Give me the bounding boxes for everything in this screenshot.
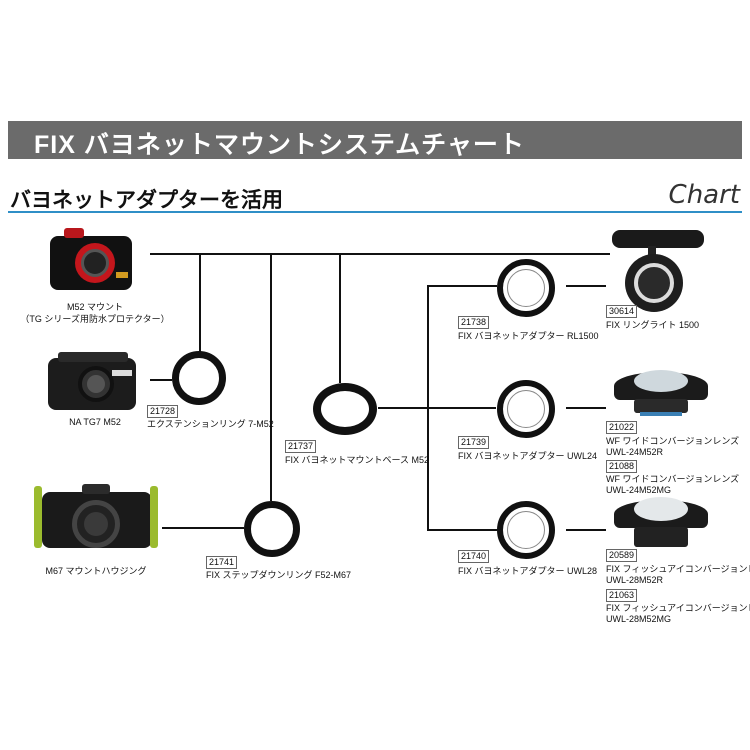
code-tag: 21728 <box>147 405 179 418</box>
product-name: FIX フィッシュアイコンバージョンレンズ <box>606 603 750 613</box>
banner-title: FIX バヨネットマウントシステムチャート <box>34 131 525 159</box>
code-tag: 21063 <box>606 589 638 602</box>
connector-line <box>378 407 496 409</box>
product-name: WF ワイドコンバージョンレンズ <box>606 436 740 446</box>
product-name: WF ワイドコンバージョンレンズ <box>606 474 740 484</box>
connector-line <box>566 285 606 287</box>
product-model: UWL-24M52R <box>606 447 664 457</box>
connector-line <box>427 529 497 531</box>
connector-line <box>566 529 606 531</box>
code-tag: 20589 <box>606 549 638 562</box>
product-model: UWL-28M52MG <box>606 614 672 624</box>
chart-word: Chart <box>668 180 740 210</box>
source-subtitle: （TG シリーズ用防水プロテクター） <box>20 314 170 324</box>
code-tag: 21022 <box>606 421 638 434</box>
code-tag: 21088 <box>606 460 638 473</box>
section-title: バヨネットアダプターを活用 <box>10 189 283 212</box>
code-tag: 21737 <box>285 440 317 453</box>
connector-line <box>339 253 341 383</box>
connector-line <box>162 527 244 529</box>
connector-line <box>427 285 497 287</box>
connector-line <box>270 253 272 501</box>
connector-line <box>199 253 201 353</box>
adapter-name: FIX バヨネットマウントベース M52 <box>285 455 430 465</box>
adapter-name: FIX ステップダウンリング F52-M67 <box>206 570 352 580</box>
product-name: FIX フィッシュアイコンバージョンレンズ <box>606 564 750 574</box>
source-name: M52 マウント <box>66 302 123 312</box>
connector-line <box>150 253 610 255</box>
connector-line <box>150 379 172 381</box>
adapter-name: FIX バヨネットアダプター UWL24 <box>458 451 598 461</box>
product-name: FIX リングライト 1500 <box>606 320 700 330</box>
adapter-name: エクステンションリング 7-M52 <box>147 419 274 429</box>
title-banner: FIX バヨネットマウントシステムチャート <box>8 121 742 159</box>
code-tag: 21740 <box>458 550 490 563</box>
code-tag: 21738 <box>458 316 490 329</box>
adapter-name: FIX バヨネットアダプター UWL28 <box>458 566 598 576</box>
product-model: UWL-24M52MG <box>606 485 672 495</box>
connector-line <box>566 407 606 409</box>
connector-line <box>427 285 429 530</box>
code-tag: 21741 <box>206 556 238 569</box>
source-name: NA TG7 M52 <box>69 417 121 427</box>
header-divider <box>8 211 742 213</box>
source-name: M67 マウントハウジング <box>45 566 147 576</box>
code-tag: 30614 <box>606 305 638 318</box>
adapter-name: FIX バヨネットアダプター RL1500 <box>458 331 599 341</box>
product-model: UWL-28M52R <box>606 575 664 585</box>
code-tag: 21739 <box>458 436 490 449</box>
